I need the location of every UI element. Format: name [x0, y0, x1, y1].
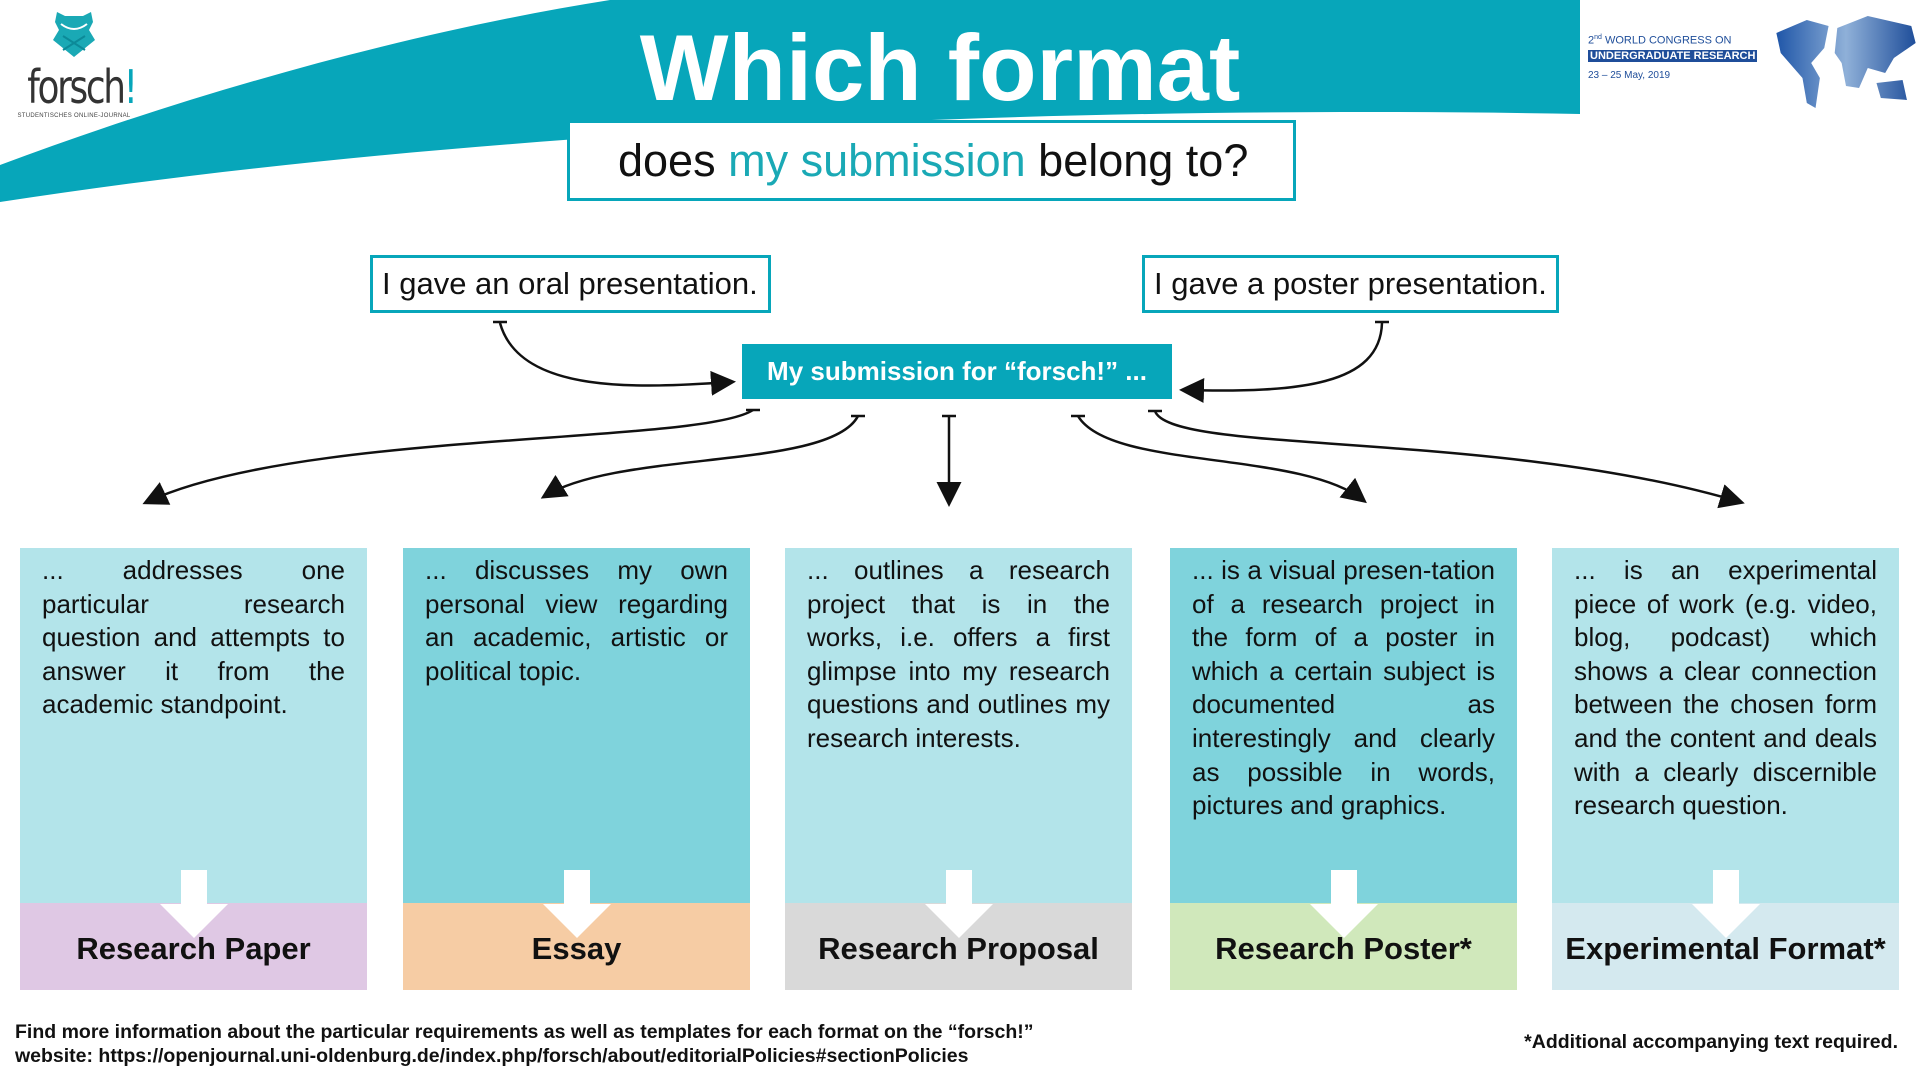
poster-presentation-box: I gave a poster presentation. [1142, 255, 1559, 313]
format-description: ... is an experimental piece of work (e.… [1552, 548, 1899, 903]
format-column-essay: ... discusses my own personal view regar… [403, 548, 750, 990]
format-label: Research Paper [20, 903, 367, 990]
format-column-research-poster: ... is a visual presen-tation of a resea… [1170, 548, 1517, 990]
format-description: ... is a visual presen-tation of a resea… [1170, 548, 1517, 903]
page-subtitle: does my submission belong to? [567, 120, 1296, 201]
format-label: Research Poster* [1170, 903, 1517, 990]
format-column-research-proposal: ... outlines a research project that is … [785, 548, 1132, 990]
down-arrow-icon [924, 870, 993, 938]
header-banner [0, 0, 1580, 202]
arrow-poster-format [1076, 415, 1367, 504]
forsch-logo: forsch! STUDENTISCHES ONLINE-JOURNAL [14, 10, 138, 119]
arrow-oral [498, 322, 736, 396]
arrow-essay [540, 415, 860, 499]
footnote: *Additional accompanying text required. [1524, 1031, 1898, 1053]
submission-box: My submission for “forsch!” ... [742, 344, 1172, 399]
arrow-poster [1179, 322, 1384, 404]
footer-url[interactable]: website: https://openjournal.uni-oldenbu… [15, 1045, 969, 1067]
owl-icon [53, 12, 95, 57]
down-arrow-icon [159, 870, 228, 938]
page-title: Which format [639, 15, 1241, 120]
format-description: ... outlines a research project that is … [785, 548, 1132, 903]
logo-word: forsch! [27, 60, 138, 114]
down-arrow-icon [1691, 870, 1760, 938]
arrow-experimental [1153, 410, 1745, 509]
format-description: ... addresses one particular research qu… [20, 548, 367, 903]
logo-tagline: STUDENTISCHES ONLINE-JOURNAL [17, 113, 131, 119]
congress-logo: 2nd WORLD CONGRESS ON UNDERGRADUATE RESE… [1588, 34, 1758, 81]
format-column-experimental-format: ... is an experimental piece of work (e.… [1552, 548, 1899, 990]
oral-presentation-box: I gave an oral presentation. [370, 255, 771, 313]
flow-arrows [142, 320, 1745, 509]
down-arrow-icon [542, 870, 611, 938]
format-description: ... discusses my own personal view regar… [403, 548, 750, 903]
world-map-icon [1776, 16, 1916, 108]
footer-info: Find more information about the particul… [15, 1021, 1034, 1067]
format-column-research-paper: ... addresses one particular research qu… [20, 548, 367, 990]
arrow-paper [142, 408, 754, 505]
down-arrow-icon [1309, 870, 1378, 938]
